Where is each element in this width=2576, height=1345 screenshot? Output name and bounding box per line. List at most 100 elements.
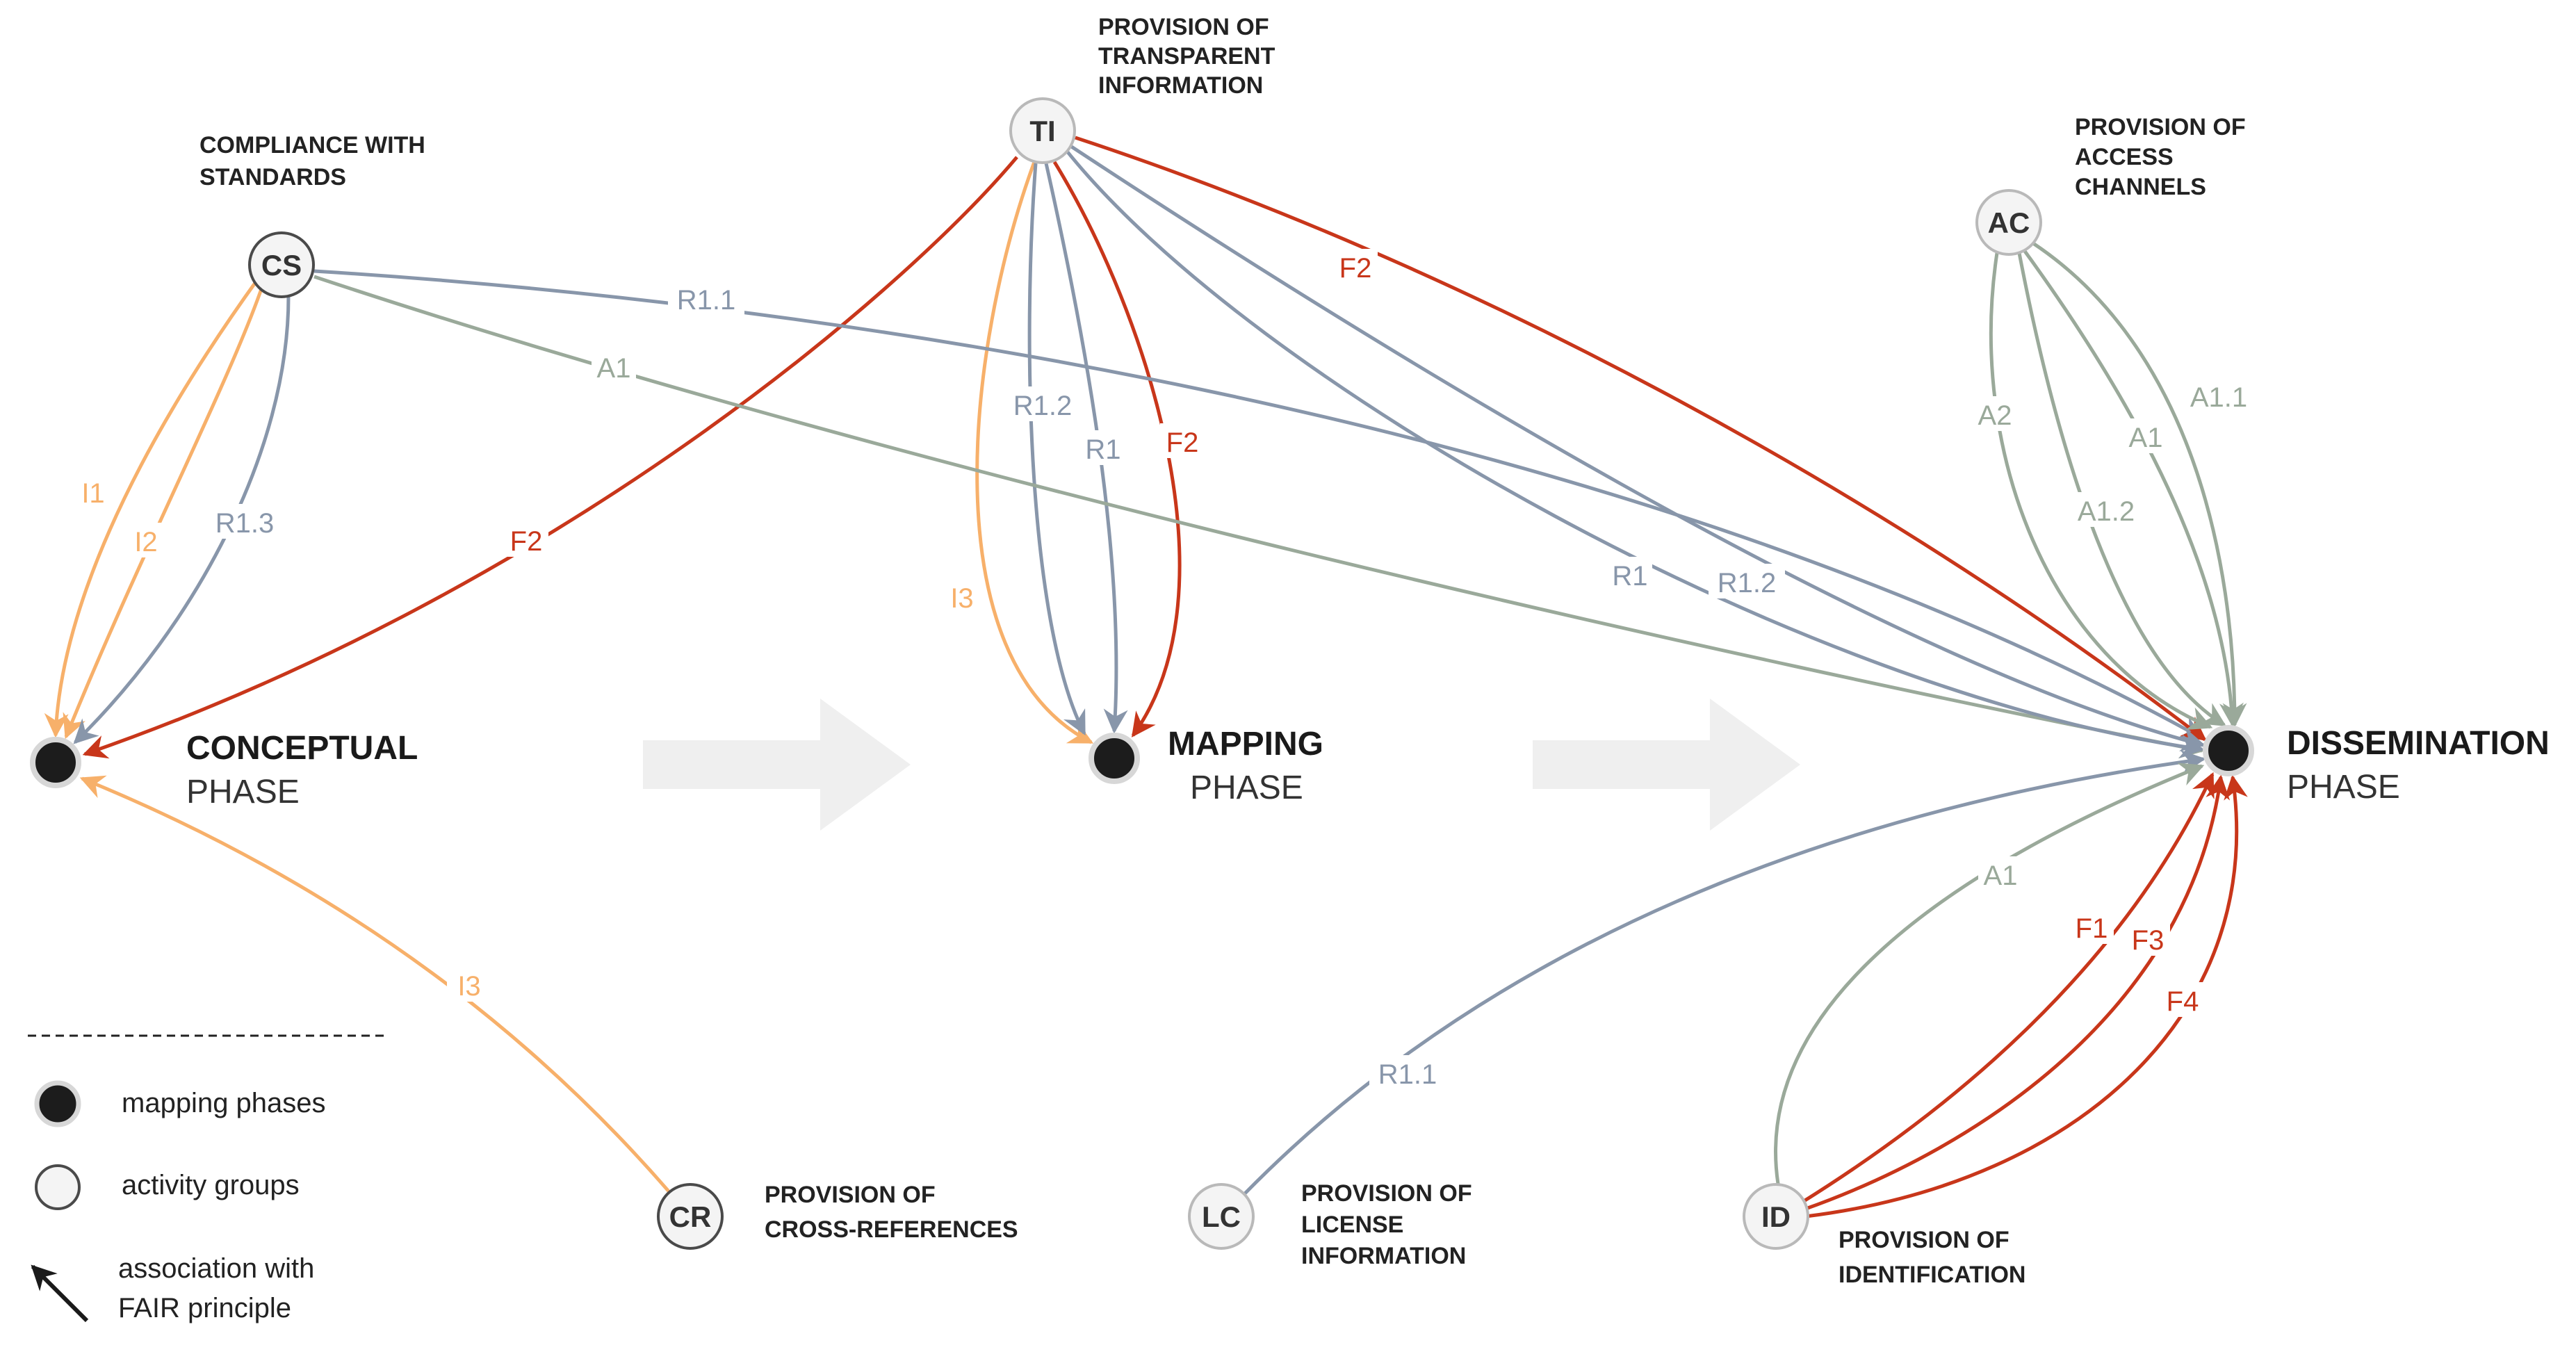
edge-AC-dissemination xyxy=(1989,252,2213,730)
legend-association-label: FAIR principle xyxy=(118,1293,291,1323)
edge-ID-dissemination xyxy=(1803,774,2231,1212)
edge-TI-dissemination xyxy=(1069,144,2206,752)
group-caption-line: PROVISION OF xyxy=(1839,1227,2010,1253)
group-node-CR xyxy=(657,1183,724,1250)
edge-label-background xyxy=(1709,564,1785,598)
edge-label-background xyxy=(2160,982,2205,1017)
edge-ID-dissemination xyxy=(1805,774,2248,1218)
group-node-AC xyxy=(1975,189,2042,256)
phase-node-dissemination xyxy=(2203,725,2254,776)
edge-label-background xyxy=(447,967,491,1002)
group-caption-line: PROVISION OF xyxy=(2075,114,2246,140)
legend: mapping phases activity groups associati… xyxy=(28,1034,384,1323)
edge-label: A1.2 xyxy=(2078,496,2135,527)
edge-CR-conceptual xyxy=(79,775,671,1193)
group-code: CR xyxy=(669,1200,712,1233)
edge-label: A2 xyxy=(1978,400,2012,431)
edge-label-background xyxy=(592,349,636,384)
edge-CS-conceptual xyxy=(63,284,265,740)
edge-TI-conceptual xyxy=(82,156,1018,759)
group-code: ID xyxy=(1761,1200,1791,1233)
phase-subtitle: PHASE xyxy=(186,774,300,810)
group-caption-line: STANDARDS xyxy=(199,164,346,190)
edge-label: F2 xyxy=(1166,427,1199,458)
group-node-CS xyxy=(248,231,315,298)
phase-dissemination: DISSEMINATION PHASE xyxy=(2203,725,2550,806)
edge-label-background xyxy=(1160,423,1205,458)
group-code: LC xyxy=(1202,1200,1241,1233)
edge-label: I1 xyxy=(81,478,104,509)
edge-label: A1 xyxy=(1984,861,2018,891)
edge-label: F2 xyxy=(1339,253,1372,284)
group-caption-line: IDENTIFICATION xyxy=(1839,1262,2025,1288)
edge-ID-dissemination xyxy=(1800,772,2215,1205)
edge-AC-dissemination xyxy=(2017,252,2226,727)
edge-label: I3 xyxy=(950,583,973,614)
edge-label-background xyxy=(940,579,984,614)
edge-TI-mapping xyxy=(1027,163,1086,736)
edge-label-background xyxy=(206,504,283,539)
group-CS: CS COMPLIANCE WITH STANDARDS xyxy=(199,132,425,298)
edge-label-background xyxy=(2123,418,2168,453)
group-caption-line: INFORMATION xyxy=(1098,72,1263,99)
flow-arrow-mapping-to-dissemination xyxy=(1533,699,1800,831)
edge-label-background xyxy=(2068,492,2144,527)
edge-TI-dissemination xyxy=(1064,148,2205,759)
group-node-ID xyxy=(1743,1183,1809,1250)
edge-label: F1 xyxy=(2076,913,2108,944)
edge-CS-conceptual xyxy=(44,277,261,738)
phase-conceptual: CONCEPTUAL PHASE xyxy=(30,730,418,810)
edge-label: F2 xyxy=(510,526,543,557)
edge-label: F3 xyxy=(2132,925,2165,956)
group-caption-line: PROVISION OF xyxy=(765,1182,936,1208)
edge-AC-dissemination xyxy=(2022,249,2244,728)
phase-title: DISSEMINATION xyxy=(2287,725,2550,762)
edge-LC-dissemination xyxy=(1243,749,2206,1196)
group-caption-line: TRANSPARENT xyxy=(1098,43,1275,70)
phase-title: MAPPING xyxy=(1168,726,1323,763)
group-AC: AC PROVISION OF ACCESS CHANNELS xyxy=(1975,114,2246,256)
edge-TI-dissemination xyxy=(1075,136,2207,742)
group-caption-line: PROVISION OF xyxy=(1301,1180,1472,1207)
group-code: CS xyxy=(261,249,302,282)
group-caption-line: INFORMATION xyxy=(1301,1243,1466,1269)
edges-layer xyxy=(44,136,2248,1218)
group-TI: TI PROVISION OF TRANSPARENT INFORMATION xyxy=(1009,14,1275,164)
legend-group-symbol xyxy=(35,1164,81,1210)
phase-node-conceptual xyxy=(30,737,81,788)
edge-label: I2 xyxy=(134,527,157,557)
edge-label-background xyxy=(668,281,744,316)
edge-label-background xyxy=(1004,386,1081,421)
phase-subtitle: PHASE xyxy=(1190,769,1303,806)
edge-label: I3 xyxy=(457,971,480,1002)
edge-label-background xyxy=(1369,1055,1446,1090)
edge-label: A1.1 xyxy=(2190,382,2247,413)
edge-label: R1.1 xyxy=(1378,1059,1437,1090)
edge-label: R1 xyxy=(1612,561,1647,592)
edge-label-background xyxy=(2126,921,2170,956)
group-caption-line: CROSS-REFERENCES xyxy=(765,1216,1018,1243)
group-code: TI xyxy=(1029,115,1055,147)
phase-mapping: MAPPING PHASE xyxy=(1089,726,1323,806)
edge-label: R1.3 xyxy=(215,508,275,539)
edge-label-background xyxy=(2180,378,2257,413)
edge-label: R1.2 xyxy=(1718,568,1777,598)
edge-TI-mapping xyxy=(975,161,1094,744)
edge-label-background xyxy=(71,474,115,509)
group-ID: ID PROVISION OF IDENTIFICATION xyxy=(1743,1183,2025,1288)
edge-CS-dissemination xyxy=(313,269,2205,740)
flow-arrow-conceptual-to-mapping xyxy=(643,699,911,831)
phase-title: CONCEPTUAL xyxy=(186,730,418,767)
group-code: AC xyxy=(1988,206,2030,239)
edge-label-background xyxy=(1333,249,1378,284)
group-node-TI xyxy=(1009,97,1076,164)
edge-label-background xyxy=(1978,856,2023,891)
legend-association-label: association with xyxy=(118,1253,314,1284)
edge-label-background xyxy=(1608,557,1652,592)
edge-label-background xyxy=(2069,909,2114,944)
group-CR: CR PROVISION OF CROSS-REFERENCES xyxy=(657,1182,1018,1250)
group-LC: LC PROVISION OF LICENSE INFORMATION xyxy=(1188,1180,1472,1269)
group-caption-line: LICENSE xyxy=(1301,1212,1403,1238)
